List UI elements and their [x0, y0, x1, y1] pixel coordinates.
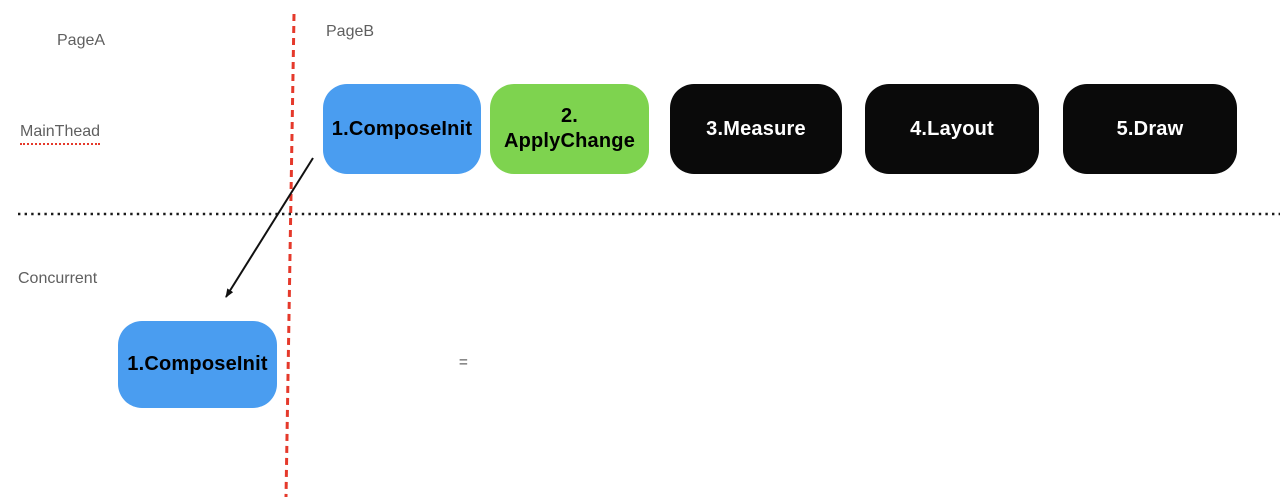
node-draw-label: 5.Draw — [1116, 117, 1184, 140]
node-layout-label: 4.Layout — [910, 117, 994, 140]
node-compose-init-main: 1.ComposeInit — [323, 84, 481, 174]
node-apply-change-label-line1: 2. — [560, 105, 579, 127]
node-apply-change: 2. ApplyChange — [490, 84, 649, 174]
node-measure: 3.Measure — [670, 84, 842, 174]
node-apply-change-label-line2: ApplyChange — [503, 130, 636, 152]
label-page-b: PageB — [326, 23, 375, 40]
equals-symbol: = — [459, 354, 468, 371]
node-compose-init-concurrent: 1.ComposeInit — [118, 321, 277, 408]
node-layout: 4.Layout — [865, 84, 1039, 174]
label-concurrent: Concurrent — [18, 270, 98, 287]
node-draw: 5.Draw — [1063, 84, 1237, 174]
handoff-arrow — [225, 157, 314, 298]
page-divider-dashed-line — [284, 13, 296, 498]
label-page-a: PageA — [57, 32, 106, 49]
label-main-thread: MainThead — [20, 123, 101, 145]
node-measure-label: 3.Measure — [706, 117, 806, 140]
node-compose-init-concurrent-label: 1.ComposeInit — [127, 353, 268, 375]
node-compose-init-main-label: 1.ComposeInit — [331, 117, 473, 140]
